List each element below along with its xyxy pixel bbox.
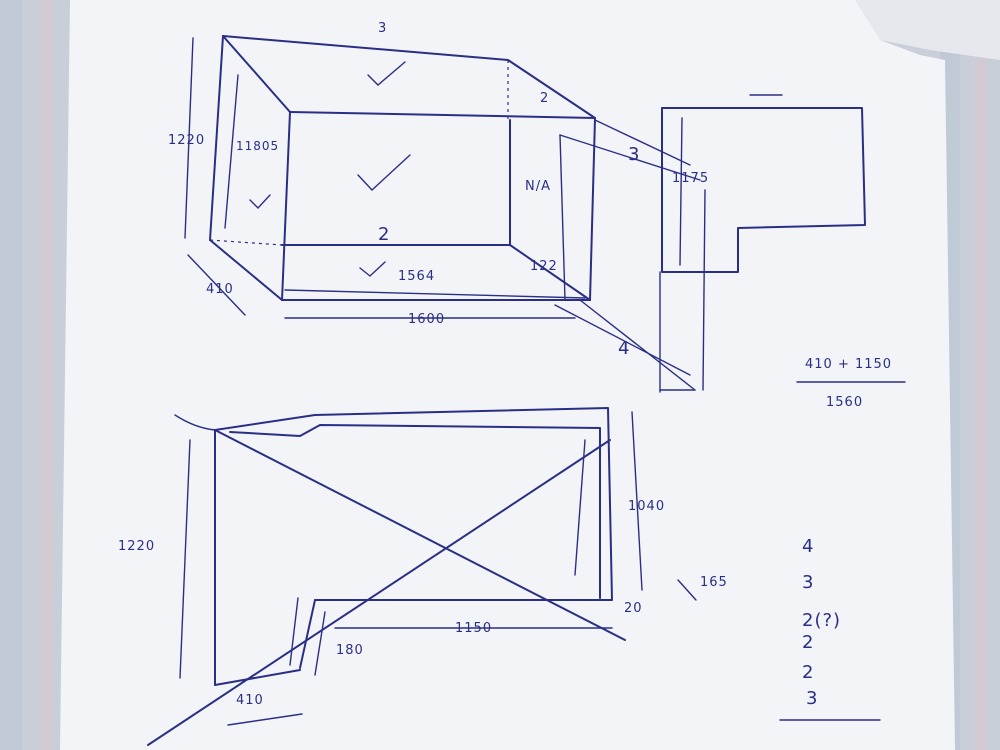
bottom-inner-height-label: 1040 <box>628 499 666 514</box>
top-edge-label: 3 <box>378 21 388 36</box>
depth-label: 410 <box>206 282 234 297</box>
outer-height-label: 1220 <box>168 133 206 148</box>
corner-offset-label: 20 <box>624 601 643 616</box>
bottom-edge-label: 2 <box>378 224 391 245</box>
top-box-drawing <box>184 35 701 391</box>
calculation-result: 1560 <box>826 395 864 410</box>
corner-angle-label: 165 <box>700 575 728 590</box>
inner-height-label: 11805 <box>236 139 280 153</box>
outer-width-label: 1600 <box>408 312 446 327</box>
corner-label: 122 <box>530 259 558 274</box>
tally-item: 2(?) <box>802 610 842 631</box>
bottom-outer-height-label: 1220 <box>118 539 156 554</box>
step-height-label: 180 <box>336 643 364 658</box>
side-label: N/A <box>525 179 551 194</box>
projection-edge-b-label: 4 <box>618 338 631 359</box>
bottom-width-label: 1150 <box>455 621 493 636</box>
tally-item: 3 <box>802 572 815 593</box>
tally-item: 2 <box>802 662 815 683</box>
tally-item: 4 <box>802 536 815 557</box>
paper-sheet <box>60 0 955 750</box>
tally-item: 2 <box>802 632 815 653</box>
paper-curl <box>855 0 1000 60</box>
bottom-box-drawing <box>147 407 697 746</box>
bottom-depth-label: 410 <box>236 693 264 708</box>
side-view-drawing <box>659 94 866 393</box>
inner-width-label: 1564 <box>398 269 436 284</box>
projection-edge-a-label: 3 <box>628 144 641 165</box>
calculation-numerator: 410 + 1150 <box>805 357 893 372</box>
side-view-height-label: 1175 <box>672 171 710 186</box>
back-right-edge-label: 2 <box>540 91 550 106</box>
tally-item: 3 <box>806 688 819 709</box>
